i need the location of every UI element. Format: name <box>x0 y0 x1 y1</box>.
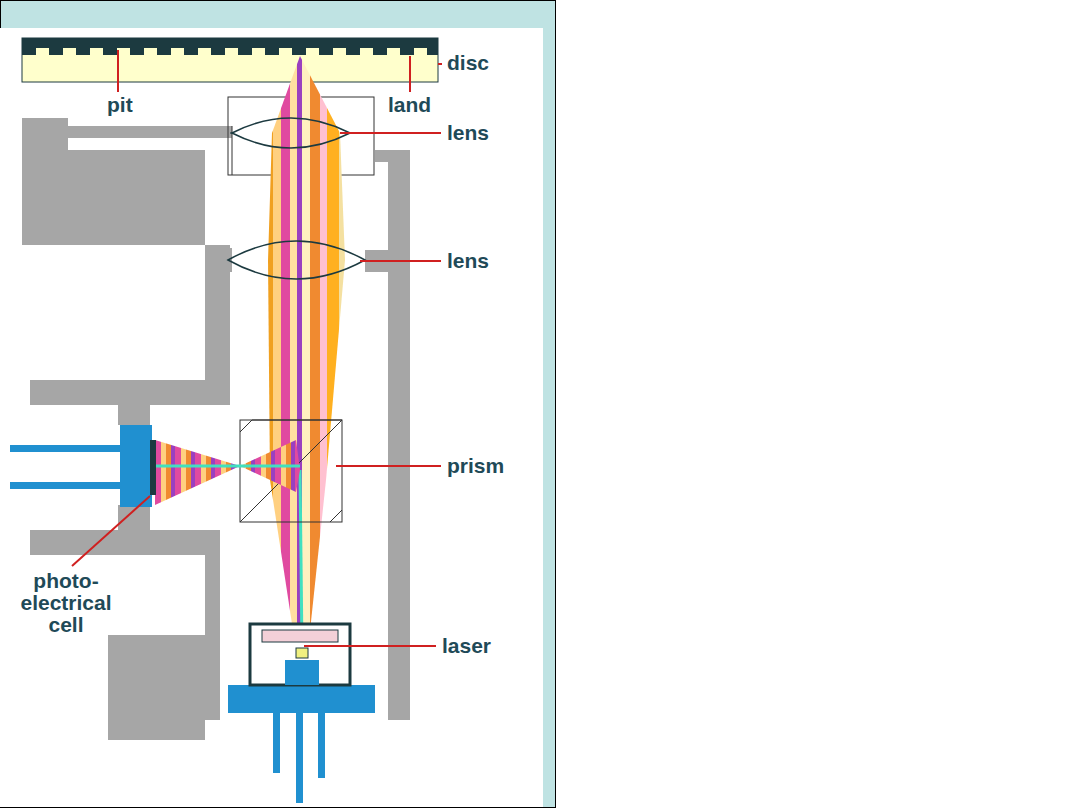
part-label: lens <box>447 250 489 272</box>
part-label: lens <box>447 122 489 144</box>
part-label: laser <box>442 635 491 657</box>
part-label: land <box>388 94 431 116</box>
part-label: pit <box>107 94 133 116</box>
part-label: photo- electrical cell <box>12 570 120 636</box>
part-label: prism <box>447 455 504 477</box>
part-label: disc <box>447 52 489 74</box>
